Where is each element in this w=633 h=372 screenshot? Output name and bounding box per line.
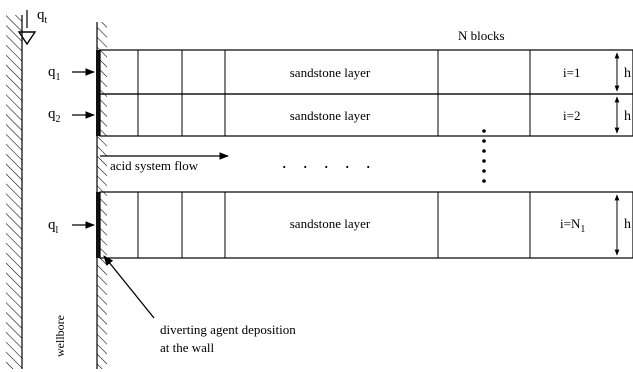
- layer-1-index: i=1: [563, 65, 580, 80]
- vertical-ellipsis: [482, 129, 486, 183]
- qt-label: qt: [37, 7, 48, 26]
- qt-arrow-icon: [17, 31, 37, 46]
- layer-n1-name: sandstone layer: [290, 216, 371, 231]
- layer-n1: sandstone layer i=N1 h: [99, 191, 633, 259]
- diverting-deposit-lower: [96, 192, 100, 258]
- right-wall-hatch: [97, 22, 107, 369]
- diverting-deposit-upper: [96, 50, 100, 136]
- layer-n1-index: i=N1: [560, 216, 585, 235]
- layer-n1-outline: [99, 191, 633, 259]
- diverting-pointer-arrow: [103, 255, 155, 319]
- diverting-label-line2: at the wall: [160, 340, 215, 355]
- layer-2-name: sandstone layer: [290, 108, 371, 123]
- layer-2: sandstone layer i=2 h: [99, 93, 633, 137]
- left-wall-hatch: [6, 15, 22, 369]
- horizontal-ellipsis: . . . . .: [282, 152, 377, 172]
- layer-n1-thickness: h: [624, 217, 631, 232]
- wellbore-label: wellbore: [53, 315, 67, 357]
- rate-label-1: q1: [48, 64, 61, 83]
- layer-2-index: i=2: [563, 108, 580, 123]
- acid-flow-label: acid system flow: [110, 158, 199, 173]
- layer-1-name: sandstone layer: [290, 65, 371, 80]
- diverting-label-line1: diverting agent deposition: [160, 322, 296, 337]
- layer-2-outline: [99, 93, 633, 137]
- layer-1-thickness: h: [624, 66, 631, 81]
- rate-label-n1: ql: [48, 217, 59, 236]
- n-blocks-label: N blocks: [458, 28, 505, 43]
- layer-2-thickness: h: [624, 109, 631, 124]
- layer-1: sandstone layer i=1 h: [99, 49, 633, 95]
- rate-label-2: q2: [48, 106, 61, 125]
